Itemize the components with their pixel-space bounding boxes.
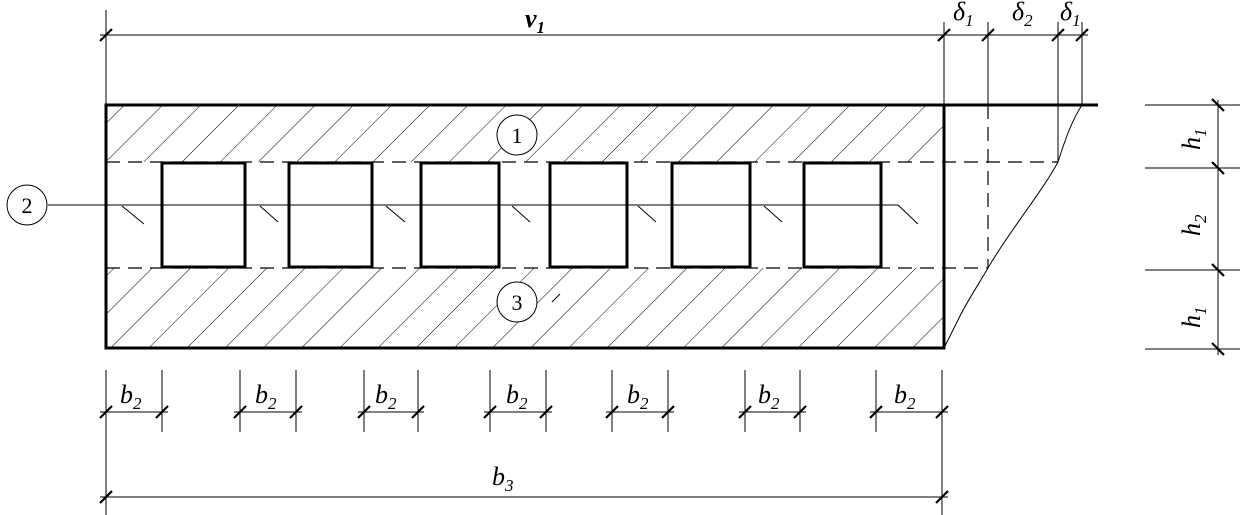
dim-label-b3: b3 bbox=[492, 462, 514, 495]
middle-layer-strokes bbox=[121, 204, 919, 225]
bottom-slope-line bbox=[943, 319, 959, 349]
dim-label-b2: b2 bbox=[506, 380, 528, 413]
dim-label-b2: b2 bbox=[120, 380, 142, 413]
dim-label-delta2: δ2 bbox=[1012, 0, 1033, 30]
callout-1 bbox=[496, 114, 538, 156]
cavity bbox=[419, 161, 501, 269]
callout-2-text: 2 bbox=[22, 193, 33, 218]
dim-label-b2: b2 bbox=[255, 380, 277, 413]
cavity bbox=[548, 161, 629, 269]
dim-label-b2: b2 bbox=[758, 380, 780, 413]
callout-3 bbox=[496, 281, 538, 323]
dim-label-b2: b2 bbox=[627, 380, 649, 413]
dim-label-delta1-left: δ1 bbox=[953, 0, 974, 30]
callout-2 bbox=[6, 184, 48, 226]
dim-label-b2: b2 bbox=[375, 380, 397, 413]
callout-3-text: 3 bbox=[512, 290, 523, 315]
right-dimension-lines bbox=[1145, 98, 1240, 356]
cavity bbox=[160, 161, 247, 269]
top-dimension-lines bbox=[99, 10, 1089, 162]
dim-label-delta1-right: δ1 bbox=[1060, 0, 1081, 30]
dim-label-h1-top: h1 bbox=[1177, 129, 1210, 151]
cavity bbox=[287, 161, 374, 269]
dim-label-h2: h2 bbox=[1177, 214, 1210, 236]
b2-dimension-lines bbox=[99, 370, 949, 515]
callout-1-text: 1 bbox=[512, 123, 523, 148]
cavity bbox=[802, 161, 883, 269]
dim-label-b2: b2 bbox=[894, 380, 916, 413]
section-outline bbox=[104, 103, 946, 350]
b3-dimension-line bbox=[99, 490, 949, 504]
profile-curve bbox=[957, 104, 1083, 321]
dim-label-v1: v1 bbox=[525, 4, 545, 37]
dim-label-h1-bottom: h1 bbox=[1177, 307, 1210, 329]
cavity bbox=[670, 161, 752, 269]
